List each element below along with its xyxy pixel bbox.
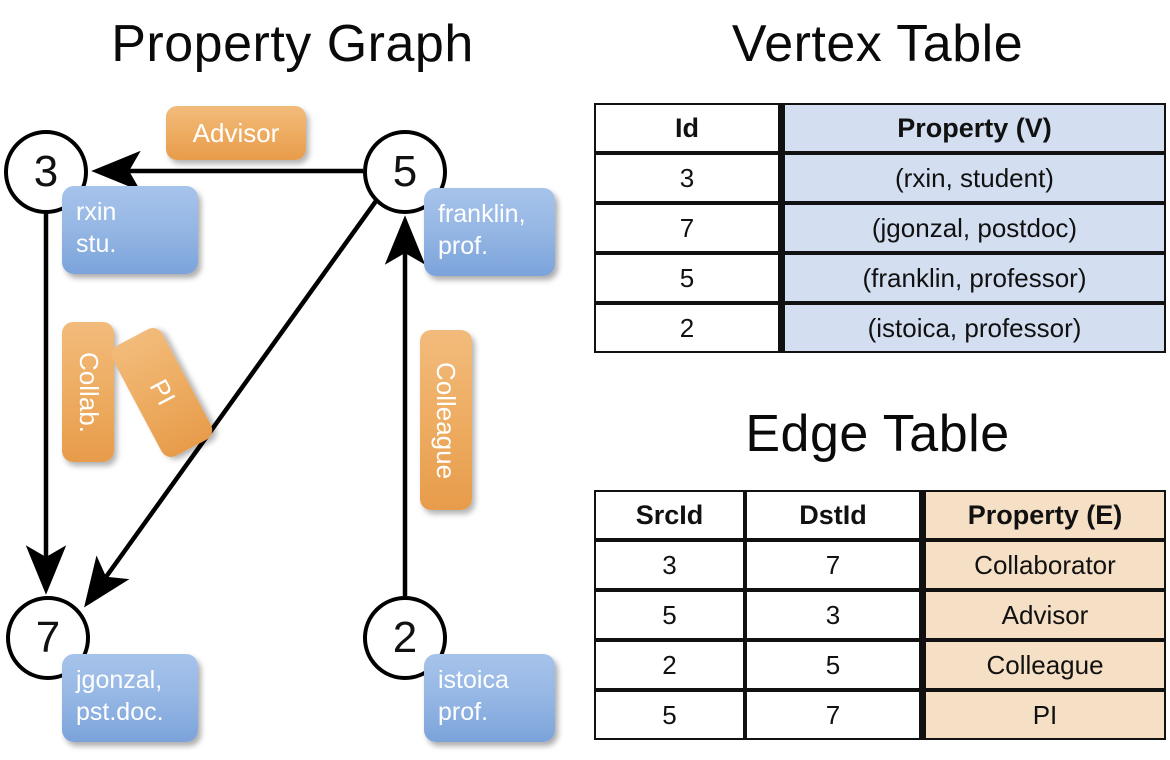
node-property-line-1: istoica bbox=[438, 666, 509, 694]
edge-cell-srcid: 5 bbox=[594, 590, 745, 640]
node-property-line-1: jgonzal, bbox=[76, 666, 163, 694]
node-property-box-istoica: istoica prof. bbox=[424, 654, 555, 742]
graph-node-2[interactable]: 2 bbox=[363, 596, 447, 680]
vertex-cell-id: 7 bbox=[594, 203, 780, 253]
table-row: 3 (rxin, student) bbox=[594, 153, 1166, 203]
table-row: 5 3 Advisor bbox=[594, 590, 1166, 640]
edge-cell-dstid: 3 bbox=[745, 590, 921, 640]
page-title-vertex-table: Vertex Table bbox=[731, 15, 1024, 73]
edge-table: SrcId DstId Property (E) 3 7 Collaborato… bbox=[594, 490, 1166, 740]
graph-node-5[interactable]: 5 bbox=[363, 130, 447, 214]
edge-cell-srcid: 2 bbox=[594, 640, 745, 690]
edge-cell-property: Colleague bbox=[921, 640, 1166, 690]
edge-label-box-advisor: Advisor bbox=[166, 106, 306, 160]
vertex-table-header-id: Id bbox=[594, 103, 780, 153]
edge-table-header-srcid: SrcId bbox=[594, 490, 745, 540]
page-title-edge-table: Edge Table bbox=[745, 405, 1010, 463]
node-property-box-jgonzal: jgonzal, pst.doc. bbox=[62, 654, 198, 742]
node-property-box-franklin: franklin, prof. bbox=[424, 188, 555, 276]
edge-table-header-dstid: DstId bbox=[745, 490, 921, 540]
edge-cell-property: Advisor bbox=[921, 590, 1166, 640]
node-property-line-2: prof. bbox=[438, 232, 489, 260]
vertex-cell-property: (franklin, professor) bbox=[780, 253, 1166, 303]
table-header-row: SrcId DstId Property (E) bbox=[594, 490, 1166, 540]
vertex-cell-property: (jgonzal, postdoc) bbox=[780, 203, 1166, 253]
node-property-line-2: prof. bbox=[438, 698, 489, 726]
property-graph-diagram: 3 5 7 2 rxin stu. franklin, prof. jgonza… bbox=[4, 106, 555, 742]
vertex-cell-id: 2 bbox=[594, 303, 780, 353]
table-row: 2 5 Colleague bbox=[594, 640, 1166, 690]
edge-5-to-7 bbox=[84, 199, 378, 608]
table-row: 5 7 PI bbox=[594, 690, 1166, 740]
vertex-cell-property: (rxin, student) bbox=[780, 153, 1166, 203]
edge-cell-dstid: 7 bbox=[745, 540, 921, 590]
edge-label-text-pi: PI bbox=[143, 374, 182, 411]
edge-cell-property: Collaborator bbox=[921, 540, 1166, 590]
vertex-cell-id: 5 bbox=[594, 253, 780, 303]
table-row: 5 (franklin, professor) bbox=[594, 253, 1166, 303]
node-property-line-2: pst.doc. bbox=[76, 698, 164, 726]
edge-cell-srcid: 3 bbox=[594, 540, 745, 590]
graph-edges-svg bbox=[25, 150, 426, 608]
node-property-line-1: franklin, bbox=[438, 200, 526, 228]
page-title-property-graph: Property Graph bbox=[111, 15, 474, 73]
table-row: 7 (jgonzal, postdoc) bbox=[594, 203, 1166, 253]
vertex-cell-id: 3 bbox=[594, 153, 780, 203]
edge-cell-dstid: 5 bbox=[745, 640, 921, 690]
edge-label-text-collab: Collab. bbox=[73, 351, 104, 433]
vertex-cell-property: (istoica, professor) bbox=[780, 303, 1166, 353]
node-property-box-rxin: rxin stu. bbox=[62, 186, 198, 274]
edge-cell-srcid: 5 bbox=[594, 690, 745, 740]
table-header-row: Id Property (V) bbox=[594, 103, 1166, 153]
edge-cell-dstid: 7 bbox=[745, 690, 921, 740]
node-property-line-2: stu. bbox=[76, 230, 117, 258]
edge-cell-property: PI bbox=[921, 690, 1166, 740]
table-row: 3 7 Collaborator bbox=[594, 540, 1166, 590]
edge-label-text-colleague: Colleague bbox=[431, 361, 462, 479]
node-property-line-1: rxin bbox=[76, 198, 117, 226]
table-row: 2 (istoica, professor) bbox=[594, 303, 1166, 353]
vertex-table-header-property: Property (V) bbox=[780, 103, 1166, 153]
edge-label-box-collab: Collab. bbox=[62, 322, 114, 462]
vertex-table: Id Property (V) 3 (rxin, student) 7 (jgo… bbox=[594, 103, 1166, 353]
edge-label-text-advisor: Advisor bbox=[192, 117, 280, 148]
edge-label-box-colleague: Colleague bbox=[420, 330, 472, 510]
edge-table-header-property: Property (E) bbox=[921, 490, 1166, 540]
